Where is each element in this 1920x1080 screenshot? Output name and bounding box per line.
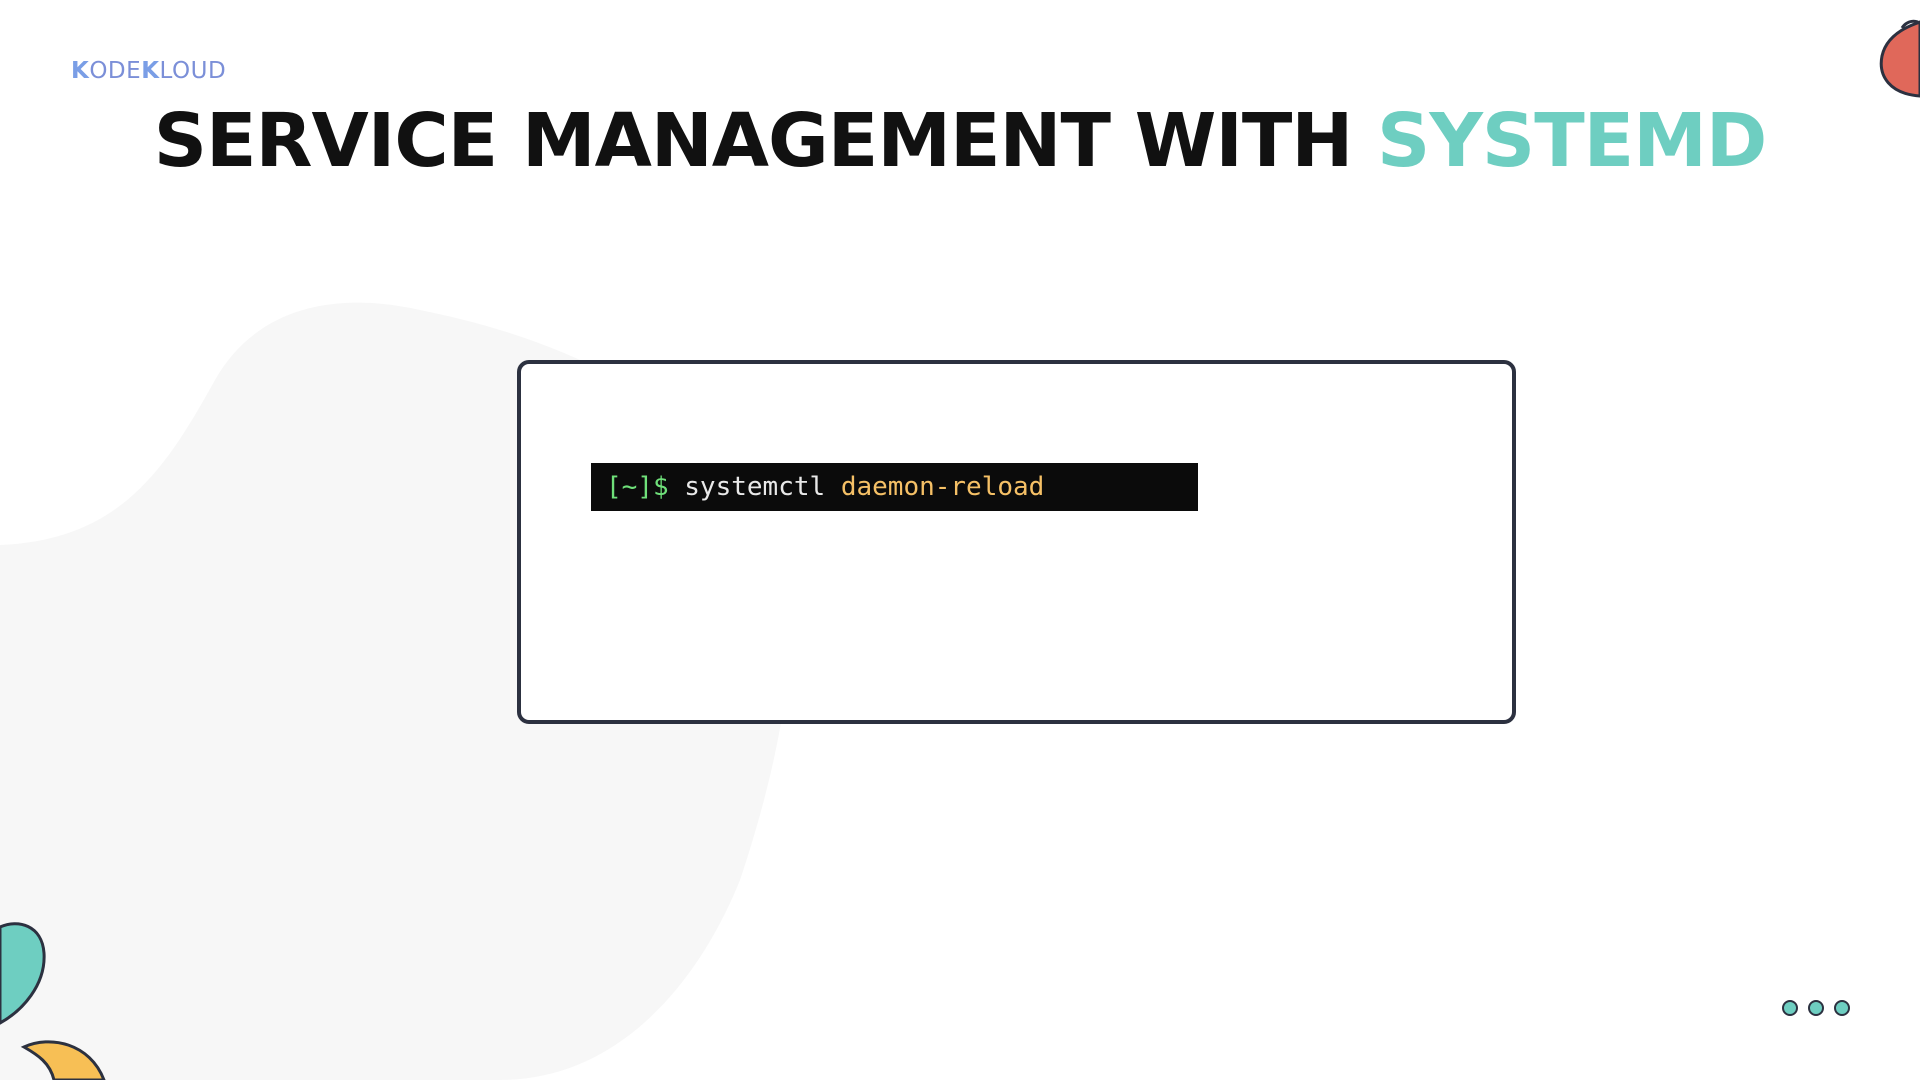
dot <box>1808 1000 1824 1016</box>
dot <box>1834 1000 1850 1016</box>
red-blob-icon <box>1879 19 1920 98</box>
terminal-command-line: [~]$ systemctl daemon-reload <box>591 463 1198 511</box>
terminal-command: systemctl <box>684 472 826 502</box>
logo-letter-k1: K <box>71 58 90 84</box>
terminal-argument: daemon-reload <box>840 472 1045 502</box>
logo-letter-k2: K <box>141 58 160 84</box>
teal-blob-icon <box>0 922 46 1025</box>
logo-text-ode: ODE <box>89 58 142 84</box>
terminal-prompt: [~]$ <box>606 472 669 502</box>
page-title: SERVICE MANAGEMENT WITH SYSTEMD <box>0 98 1920 184</box>
title-accent: SYSTEMD <box>1377 98 1767 184</box>
three-dots-icon <box>1782 1000 1850 1016</box>
content-frame <box>517 360 1516 724</box>
kodekloud-logo: KODEKLOUD <box>71 58 226 84</box>
yellow-blob-icon <box>20 1040 106 1080</box>
dot <box>1782 1000 1798 1016</box>
logo-text-loud: LOUD <box>159 58 227 84</box>
title-main: SERVICE MANAGEMENT WITH <box>153 98 1378 184</box>
